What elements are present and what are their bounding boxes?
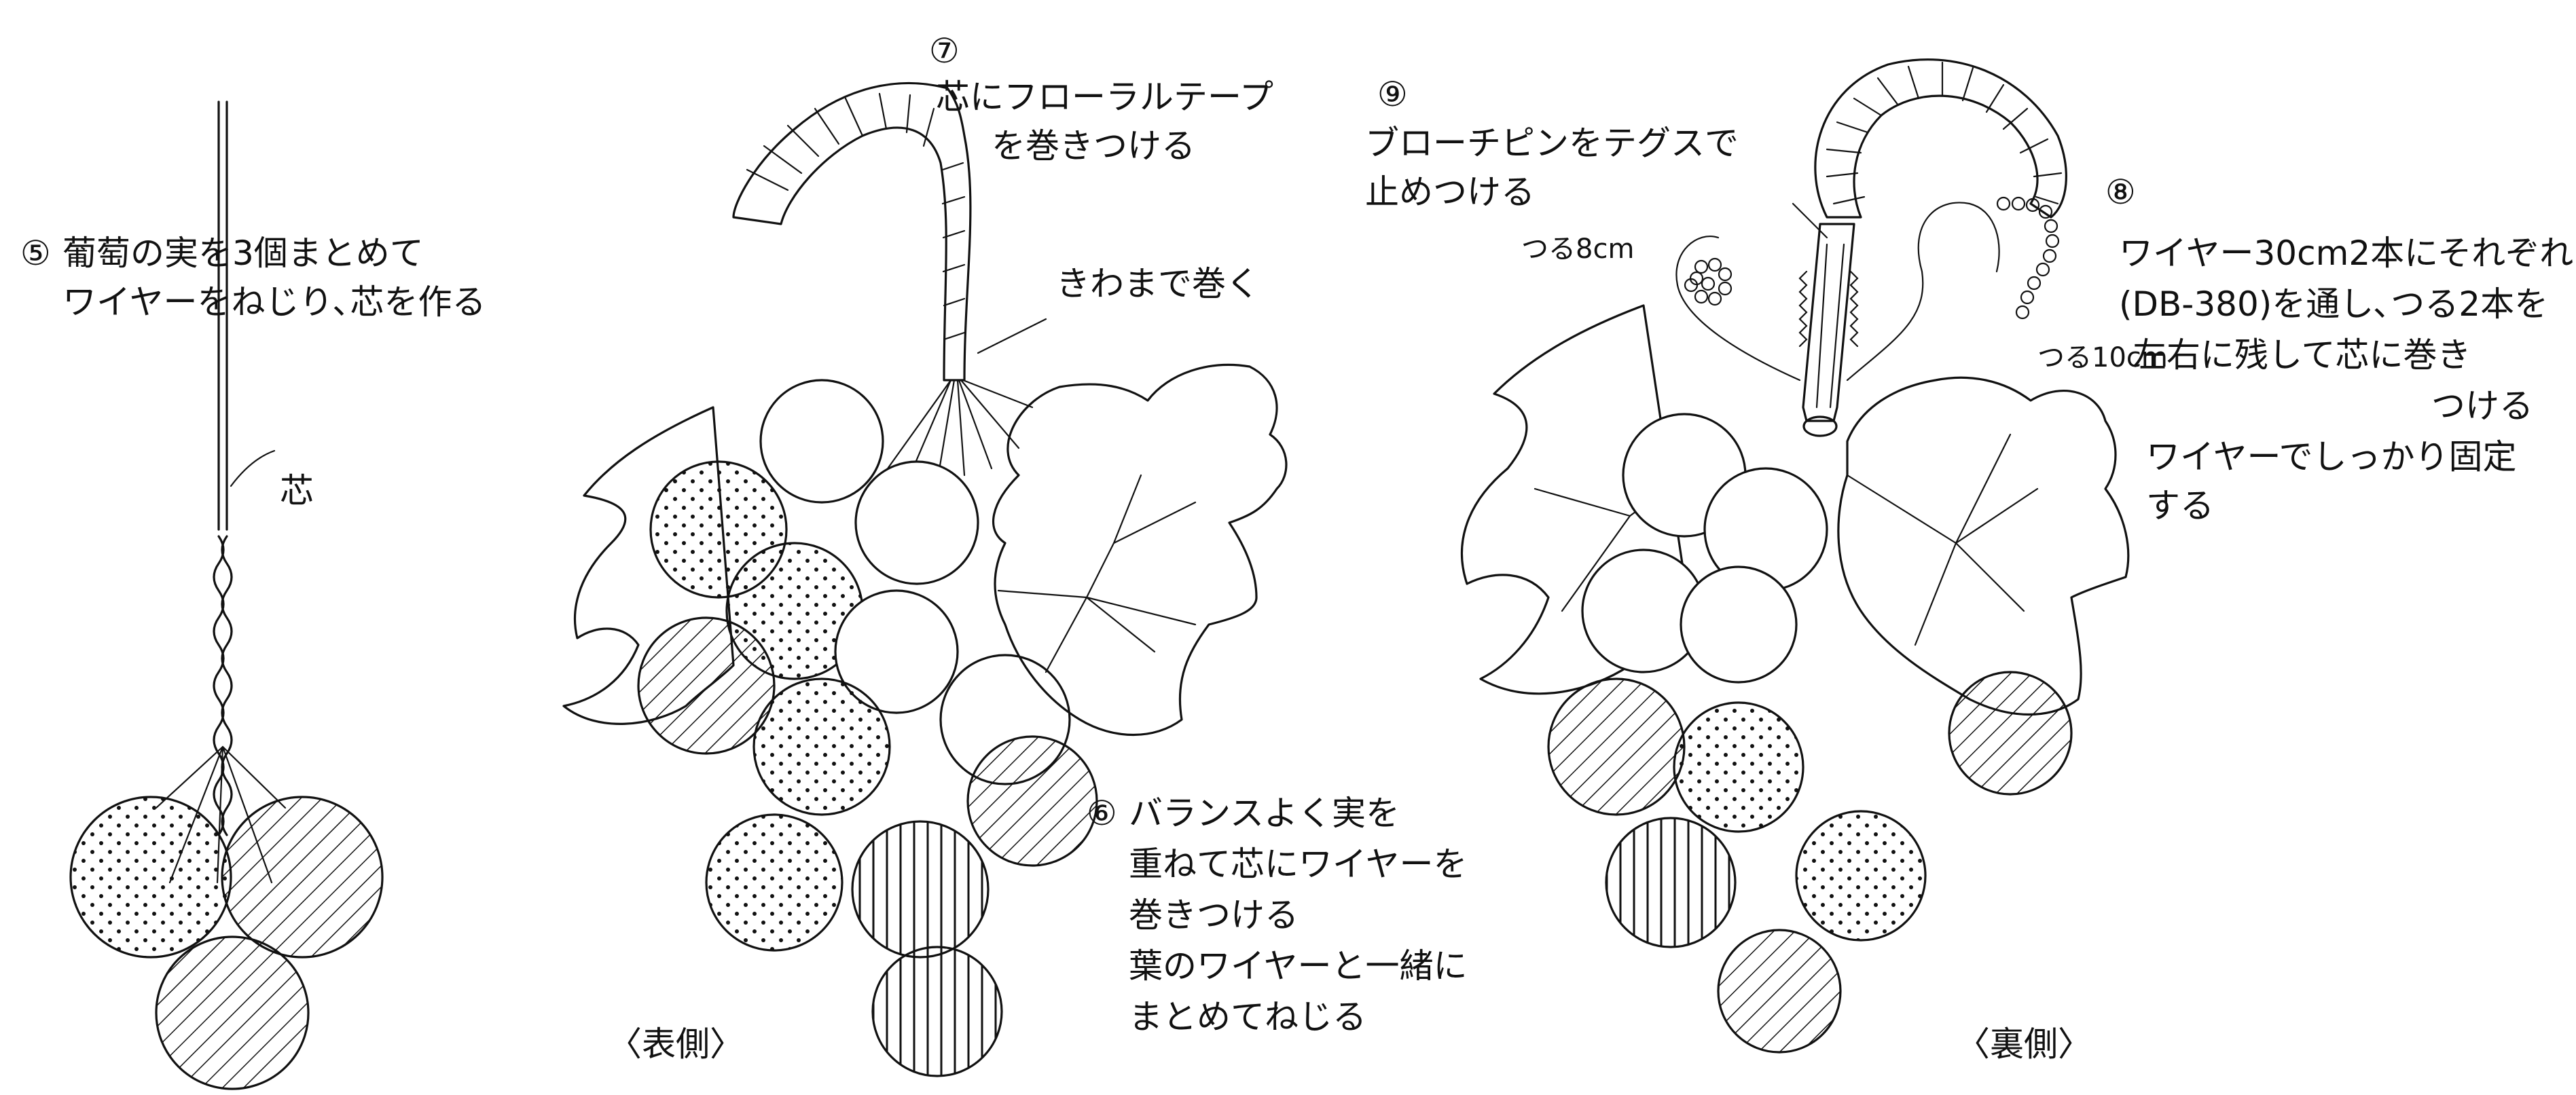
step8-number: ⑧ <box>2105 172 2136 212</box>
step9-line-1: ブローチピンをテグスで <box>1365 124 1739 163</box>
step5-line-1: 葡萄の実を3個まとめて <box>62 234 424 273</box>
figure-back <box>1462 60 2128 1052</box>
berry-hatched <box>222 797 382 957</box>
step9-line-2: 止めつける <box>1365 172 1535 212</box>
tape-stripes <box>747 94 964 339</box>
step6-line-4: 葉のワイヤーと一緒に <box>1129 946 1468 986</box>
step8-line-3: 左右に残して芯に巻き <box>2133 335 2471 375</box>
right-vine-beads <box>1997 198 2058 318</box>
step7-number: ⑦ <box>929 31 960 71</box>
wrap-note: きわまで巻く <box>1056 264 1260 303</box>
step8-line-6: する <box>2146 486 2214 525</box>
step6-number: ⑥ <box>1087 794 1117 833</box>
step8-line-5: ワイヤーでしっかり固定 <box>2146 437 2517 477</box>
vine-left-label: つる8cm <box>1521 234 1634 265</box>
step5-number: ⑤ <box>20 234 51 273</box>
step7-line-1: 芯にフローラルテープ <box>936 77 1273 117</box>
step9-number: ⑨ <box>1377 75 1408 114</box>
caption-front: 〈表側〉 <box>608 1024 744 1064</box>
step6-line-3: 巻きつける <box>1129 895 1299 935</box>
curl-ribs <box>1827 62 2061 204</box>
core-label: 芯 <box>280 471 314 511</box>
step6-line-5: まとめてねじる <box>1129 997 1366 1037</box>
left-vine-beads <box>1685 259 1731 305</box>
step8-line-1: ワイヤー30cm2本にそれぞれ <box>2119 234 2573 273</box>
step8-line-4: つける <box>2431 386 2533 426</box>
berry-hatched-bottom <box>156 937 308 1089</box>
step7-line-2: を巻きつける <box>992 126 1195 166</box>
step8-line-2: (DB-380)を通し､つる2本を <box>2119 284 2548 324</box>
berry-dotted <box>71 797 231 957</box>
step5-line-2: ワイヤーをねじり､芯を作る <box>62 282 486 322</box>
caption-back: 〈裏側〉 <box>1956 1024 2092 1064</box>
step6-line-1: バランスよく実を <box>1129 794 1400 833</box>
step6-line-2: 重ねて芯にワイヤーを <box>1129 845 1468 884</box>
